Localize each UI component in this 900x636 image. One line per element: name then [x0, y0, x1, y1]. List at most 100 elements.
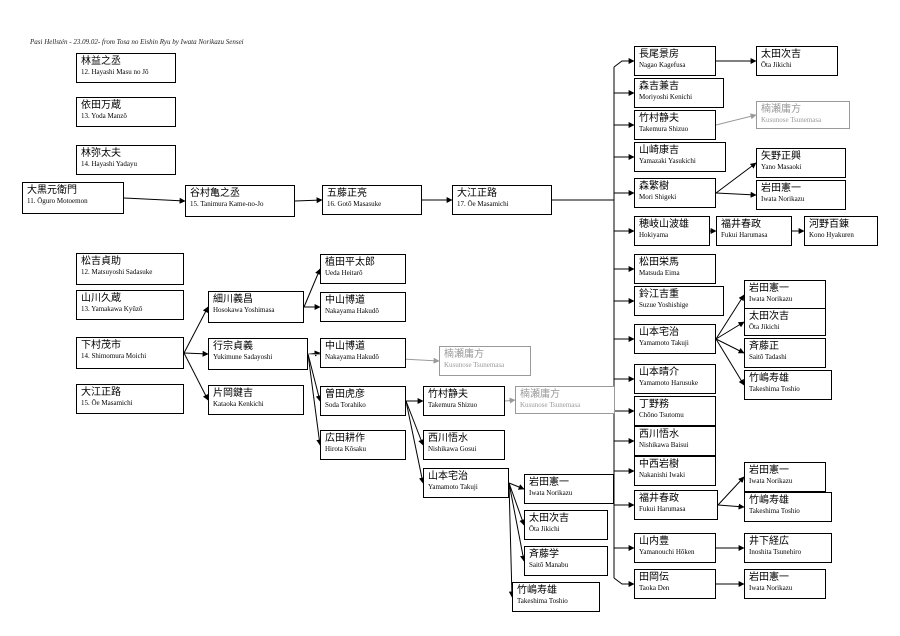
person-kanji: 太田次吉 [761, 49, 801, 60]
person-romaji: Kusunose Tsunemasa [444, 361, 505, 369]
person-kanji: 山本宅治 [428, 471, 468, 482]
person-kanji: 西川悟水 [428, 433, 468, 444]
person-kanji: 竹村静夫 [639, 113, 679, 124]
person-romaji: 11. Ōguro Motoemon [27, 197, 88, 205]
person-romaji: Hosokawa Yoshimasa [213, 306, 275, 314]
person-kanji: 西川悟水 [639, 429, 679, 440]
lineage-arrow [715, 113, 757, 126]
person-romaji: Iwata Norikazu [749, 295, 793, 303]
person-romaji: Suzue Yoshishige [639, 301, 689, 309]
lineage-arrow [307, 353, 323, 446]
lineage-arrow [405, 400, 424, 446]
person-romaji: Kono Hyakuren [809, 231, 854, 239]
person-romaji: 13. Yamakawa Kyūzō [81, 305, 143, 313]
person-kanji: 鈴江吉重 [639, 289, 679, 300]
lineage-arrow [715, 338, 745, 386]
person-kanji: 太田次吉 [749, 311, 789, 322]
person-romaji: Ōta Jikichi [749, 323, 780, 331]
lineage-arrow [508, 482, 526, 562]
lineage-arrow [183, 352, 209, 401]
person-romaji: Taoka Den [639, 584, 670, 592]
person-kanji: 楠瀬庸方 [520, 389, 560, 400]
person-romaji: Kusunose Tsunemasa [761, 116, 822, 124]
lineage-arrow [294, 197, 323, 204]
person-kanji: 山崎康吉 [639, 145, 679, 156]
lineage-arrow [307, 350, 321, 357]
person-kanji: 丁野務 [639, 399, 669, 410]
person-romaji: Ōta Jikichi [761, 61, 792, 69]
person-kanji: 依田万蔵 [81, 100, 121, 111]
person-kanji: 植田平太郎 [325, 257, 375, 268]
person-kanji: 岩田憲一 [749, 465, 789, 476]
person-kanji: 大江正路 [457, 188, 497, 199]
person-kanji: 岩田憲一 [529, 477, 569, 488]
person-kanji: 中山博道 [325, 295, 365, 306]
person-romaji: Nishikawa Gosui [428, 445, 477, 453]
person-romaji: Yamamoto Takuji [428, 483, 478, 491]
person-kanji: 福井春政 [639, 493, 679, 504]
person-kanji: 片岡鍵吉 [213, 388, 253, 399]
person-kanji: 大江正路 [81, 387, 121, 398]
person-romaji: Iwata Norikazu [761, 195, 805, 203]
person-romaji: Kataoka Kenkichi [213, 400, 264, 408]
person-romaji: Yukimune Sadayoshi [213, 353, 273, 361]
person-kanji: 竹村静夫 [428, 389, 468, 400]
person-romaji: Moriyoshi Kenichi [639, 93, 693, 101]
person-kanji: 松吉貞助 [81, 256, 121, 267]
person-kanji: 斉藤学 [529, 549, 559, 560]
person-romaji: Iwata Norikazu [749, 477, 793, 485]
person-romaji: Hirota Kōsaku [325, 445, 367, 453]
person-romaji: 15. Tanimura Kame-no-Jo [190, 200, 264, 208]
person-romaji: Chōno Tsutomu [639, 411, 684, 419]
person-kanji: 中山博道 [325, 341, 365, 352]
person-kanji: 森吉兼吉 [639, 81, 679, 92]
person-romaji: Nakayama Hakudō [325, 307, 379, 315]
lineage-arrow [183, 350, 209, 357]
person-kanji: 長尾景房 [639, 49, 679, 60]
lineage-arrow [504, 397, 516, 404]
person-kanji: 松田栄馬 [639, 257, 679, 268]
person-kanji: 五藤正亮 [327, 188, 367, 199]
person-romaji: 16. Gotō Masasuke [327, 200, 382, 208]
person-romaji: Soda Torahiko [325, 401, 366, 409]
person-romaji: Mori Shigeki [639, 193, 677, 201]
person-romaji: Ueda Heitarō [325, 269, 363, 277]
person-romaji: Takemura Shizuo [639, 125, 689, 133]
person-kanji: 中西岩樹 [639, 459, 679, 470]
person-romaji: Yano Masaoki [761, 163, 802, 171]
lineage-arrow [307, 353, 322, 402]
person-romaji: Takeshima Toshio [749, 385, 800, 393]
